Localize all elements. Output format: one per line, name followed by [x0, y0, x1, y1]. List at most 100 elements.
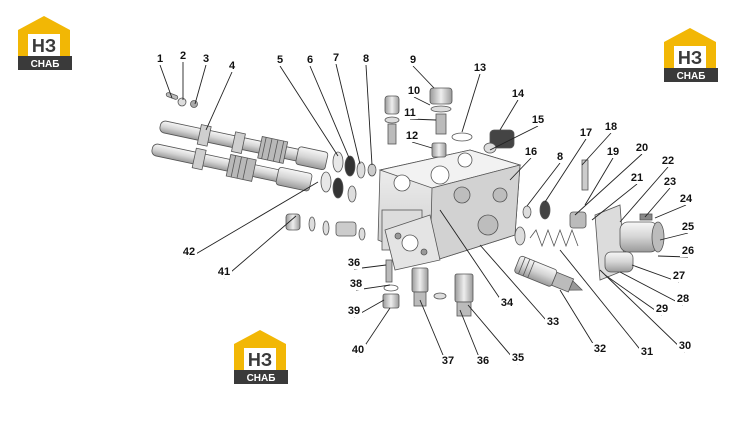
- leader-line: [413, 96, 431, 106]
- part-number-label: 30: [679, 340, 691, 352]
- label-backdrop: [578, 127, 594, 139]
- logo-banner: [18, 56, 72, 70]
- label-backdrop: [181, 246, 197, 258]
- leader-line: [409, 118, 437, 121]
- part-number-label: 21: [631, 172, 643, 184]
- label-backdrop: [603, 121, 619, 133]
- leader-line: [604, 274, 663, 316]
- part-number-label: 8: [363, 53, 369, 65]
- part-number-label: 14: [512, 88, 525, 100]
- left-plug: [285, 213, 366, 241]
- part-number-label: 36: [477, 355, 489, 367]
- leader-line: [223, 215, 297, 279]
- part-number-label: 5: [277, 54, 283, 66]
- label-backdrop: [348, 278, 364, 290]
- label-backdrop: [510, 352, 526, 364]
- label-backdrop: [530, 114, 546, 126]
- label-backdrop: [654, 303, 670, 315]
- label-backdrop: [350, 344, 366, 356]
- brand-logo-top-right: НЗ СНАБ: [664, 28, 718, 82]
- part-number-label: 28: [677, 293, 689, 305]
- label-backdrop: [662, 176, 678, 188]
- leader-line: [559, 249, 648, 359]
- part-number-label: 3: [203, 53, 209, 65]
- leader-line: [412, 65, 435, 89]
- logo-letters: НЗ: [678, 48, 702, 68]
- valve-body: [377, 149, 522, 271]
- leader-line: [479, 244, 554, 329]
- logo-letters: НЗ: [32, 36, 56, 56]
- label-backdrop: [175, 50, 191, 62]
- leader-line: [205, 71, 233, 131]
- part-number-label: 9: [410, 54, 416, 66]
- leader-line: [188, 181, 319, 259]
- label-backdrop: [224, 60, 240, 72]
- lower-fittings: [382, 259, 474, 317]
- part-number-label: 31: [641, 346, 653, 358]
- label-backdrop: [346, 305, 362, 317]
- label-backdrop: [499, 297, 515, 309]
- part-number-label: 42: [183, 246, 195, 258]
- label-backdrop: [680, 221, 696, 233]
- leader-line: [581, 132, 612, 166]
- part-number-label: 29: [656, 303, 668, 315]
- leader-line: [644, 187, 671, 218]
- label-backdrop: [328, 52, 344, 64]
- label-backdrop: [440, 355, 456, 367]
- leader-line: [279, 65, 339, 157]
- label-backdrop: [671, 270, 687, 282]
- label-backdrop: [472, 62, 488, 74]
- leader-line: [365, 64, 373, 166]
- leader-line: [159, 64, 173, 99]
- leader-line: [461, 73, 481, 133]
- label-backdrop: [475, 355, 491, 367]
- label-backdrop: [302, 54, 318, 66]
- part-number-label: 22: [662, 155, 674, 167]
- label-backdrop: [552, 151, 568, 163]
- leader-line: [584, 157, 614, 206]
- leader-line: [619, 166, 669, 223]
- leader-line: [591, 183, 638, 221]
- label-backdrop: [358, 53, 374, 65]
- seal-rings: [320, 151, 377, 203]
- label-backdrop: [152, 53, 168, 65]
- part-number-label: 2: [180, 50, 186, 62]
- part-number-label: 10: [408, 85, 420, 97]
- part-number-label: 15: [532, 114, 544, 126]
- label-backdrop: [198, 53, 214, 65]
- label-backdrop: [660, 155, 676, 167]
- cap-fitting: [483, 129, 515, 154]
- label-backdrop: [405, 54, 421, 66]
- part-number-label: 23: [664, 176, 676, 188]
- label-backdrop: [677, 340, 693, 352]
- label-backdrop: [510, 88, 526, 100]
- label-backdrop: [592, 343, 608, 355]
- part-number-label: 1: [157, 53, 163, 65]
- leader-line: [574, 153, 643, 216]
- logo-banner: [234, 370, 288, 384]
- logo-banner: [664, 68, 718, 82]
- part-number-label: 40: [352, 344, 364, 356]
- label-backdrop: [634, 142, 650, 154]
- label-backdrop: [678, 193, 694, 205]
- label-backdrop: [404, 130, 420, 142]
- part-number-label: 37: [442, 355, 454, 367]
- part-number-label: 26: [682, 245, 694, 257]
- part-number-label: 34: [501, 297, 514, 309]
- leader-line: [467, 304, 519, 365]
- part-number-label: 17: [580, 127, 592, 139]
- part-number-label: 35: [512, 352, 524, 364]
- leader-line: [309, 65, 351, 161]
- part-number-label: 16: [525, 146, 537, 158]
- leader-line: [411, 141, 433, 149]
- part-number-label: 4: [229, 60, 236, 72]
- part-number-label: 38: [350, 278, 362, 290]
- leader-line: [544, 138, 587, 203]
- spool-lower: [151, 143, 313, 192]
- leader-line: [335, 63, 361, 165]
- insert-12: [431, 142, 447, 158]
- label-backdrop: [605, 146, 621, 158]
- part-number-label: 13: [474, 62, 486, 74]
- small-check-valve: [384, 95, 400, 145]
